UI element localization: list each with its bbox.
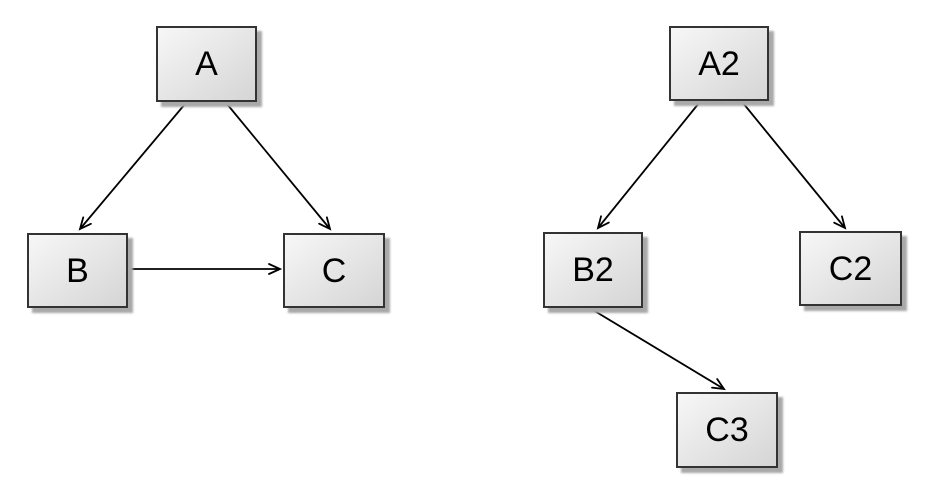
edge-A2-C2[interactable]: [742, 102, 847, 230]
node-label-A: A: [195, 45, 218, 83]
node-A[interactable]: A: [156, 26, 257, 102]
edges-group: [78, 102, 847, 391]
node-C[interactable]: C: [283, 233, 385, 308]
node-label-C3: C3: [705, 411, 749, 449]
node-A2[interactable]: A2: [669, 26, 769, 101]
node-label-A2: A2: [698, 44, 740, 83]
edge-A2-B2[interactable]: [596, 102, 700, 230]
node-C3[interactable]: C3: [676, 392, 778, 468]
node-label-C: C: [321, 251, 347, 290]
node-label-C2: C2: [828, 249, 873, 288]
node-label-B2: B2: [572, 251, 614, 289]
edge-B2-C3[interactable]: [592, 309, 726, 391]
node-C2[interactable]: C2: [799, 231, 902, 306]
edge-A-B[interactable]: [78, 103, 186, 231]
node-label-B: B: [66, 251, 89, 290]
node-B2[interactable]: B2: [543, 232, 643, 308]
node-B[interactable]: B: [27, 233, 128, 308]
edge-A-C[interactable]: [226, 103, 332, 231]
